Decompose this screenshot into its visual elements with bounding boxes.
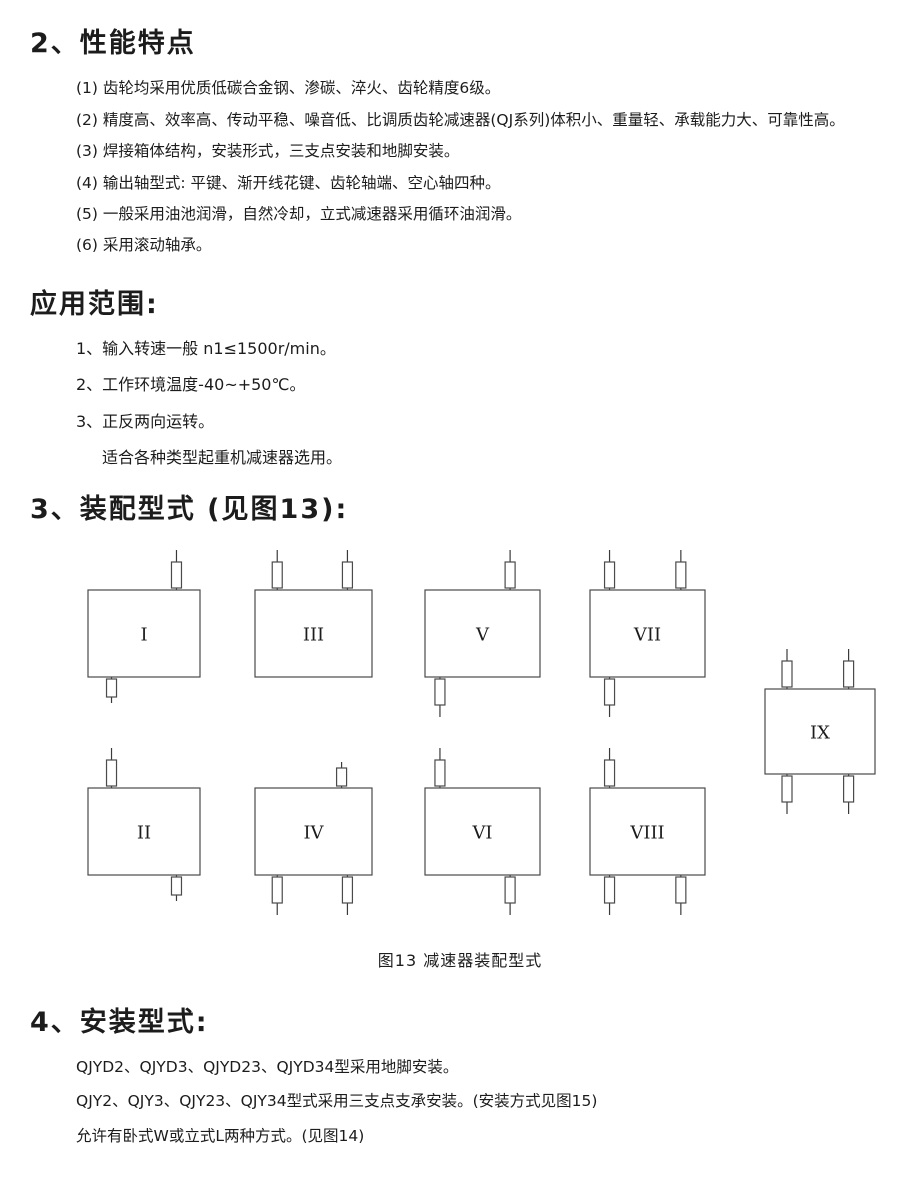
shaft-end [105, 678, 118, 698]
assembly-unit-IV: IV [254, 761, 373, 915]
shaft-end [341, 561, 354, 589]
installation-line-1: QJYD2、QJYD3、QJYD23、QJYD34型采用地脚安装。 [76, 1057, 459, 1076]
gearbox-outline [424, 787, 541, 876]
assembly-type-label: III [303, 624, 324, 645]
assembly-type-label: IV [303, 822, 324, 843]
shaft-end [675, 561, 687, 589]
figure-13-caption: 图13 减速器装配型式 [377, 950, 543, 970]
assembly-unit-IX: IX [764, 648, 876, 814]
shaft-end [504, 876, 516, 904]
shaft-end [434, 678, 446, 706]
shaft-end [105, 759, 118, 787]
section-4-heading: 4、安装型式: [30, 1006, 209, 1038]
shaft-end [842, 660, 855, 688]
feature-item-5: (5) 一般采用油池润滑，自然冷却，立式减速器采用循环油润滑。 [76, 204, 522, 223]
shaft-end [603, 678, 616, 706]
assembly-unit-VI: VI [424, 747, 541, 915]
feature-list: (1) 齿轮均采用优质低碳合金钢、渗碳、淬火、齿轮精度6级。 (2) 精度高、效… [76, 77, 890, 257]
application-item-2: 2、工作环境温度-40~+50℃。 [76, 375, 306, 395]
gearbox-outline [254, 787, 373, 876]
application-list: 1、输入转速一般 n1≤1500r/min。 2、工作环境温度-40~+50℃。… [76, 338, 890, 470]
assembly-type-label: VI [471, 822, 492, 843]
feature-item-2: (2) 精度高、效率高、传动平稳、噪音低、比调质齿轮减速器(QJ系列)体积小、重… [76, 110, 845, 129]
shaft-end [434, 759, 446, 787]
shaft-end [675, 876, 687, 904]
assembly-type-label: VII [633, 624, 661, 645]
shaft-end [271, 876, 283, 904]
feature-item-6: (6) 采用滚动轴承。 [76, 236, 212, 255]
feature-item-3: (3) 焊接箱体结构，安装形式，三支点安装和地脚安装。 [76, 142, 460, 161]
assembly-type-label: II [137, 822, 151, 843]
assembly-unit-I: I [87, 549, 201, 703]
shaft-end [603, 759, 616, 787]
assembly-unit-II: II [87, 747, 201, 901]
gearbox-outline [87, 787, 201, 876]
assembly-unit-V: V [424, 549, 541, 717]
application-item-3: 3、正反两向运转。 [76, 411, 215, 431]
shaft-end [341, 876, 354, 904]
application-note: 适合各种类型起重机减速器选用。 [102, 448, 343, 468]
assembly-unit-VIII: VIII [589, 747, 706, 915]
gearbox-outline [254, 589, 373, 678]
assembly-unit-III: III [254, 549, 373, 678]
shaft-end [603, 561, 616, 589]
shaft-end [842, 775, 855, 803]
shaft-end [170, 876, 183, 896]
gearbox-outline [589, 589, 706, 678]
assembly-type-label: IX [810, 722, 830, 743]
application-item-1: 1、输入转速一般 n1≤1500r/min。 [76, 339, 336, 358]
assembly-type-label: VIII [629, 822, 664, 843]
gearbox-outline [87, 589, 201, 678]
gearbox-outline [764, 688, 876, 775]
section-2-heading: 2、性能特点 [30, 28, 196, 59]
shaft-end [603, 876, 616, 904]
shaft-end [335, 767, 348, 787]
application-heading: 应用范围: [30, 288, 159, 320]
assembly-unit-VII: VII [589, 549, 706, 717]
feature-item-1: (1) 齿轮均采用优质低碳合金钢、渗碳、淬火、齿轮精度6级。 [76, 79, 501, 98]
section-3-heading: 3、装配型式 (见图13): [30, 493, 349, 525]
gearbox-outline [424, 589, 541, 678]
shaft-end [781, 775, 793, 803]
shaft-end [504, 561, 516, 589]
shaft-end [781, 660, 793, 688]
shaft-end [271, 561, 283, 589]
installation-line-2: QJY2、QJY3、QJY23、QJY34型式采用三支点支承安装。(安装方式见图… [76, 1092, 598, 1111]
shaft-end [170, 561, 183, 589]
installation-line-3: 允许有卧式W或立式L两种方式。(见图14) [76, 1126, 365, 1145]
installation-list: QJYD2、QJYD3、QJYD23、QJYD34型采用地脚安装。 QJY2、Q… [76, 1056, 890, 1147]
assembly-type-label: I [140, 624, 147, 645]
feature-item-4: (4) 输出轴型式: 平键、渐开线花键、齿轮轴端、空心轴四种。 [76, 173, 501, 192]
assembly-type-label: V [475, 624, 490, 645]
gearbox-outline [589, 787, 706, 876]
